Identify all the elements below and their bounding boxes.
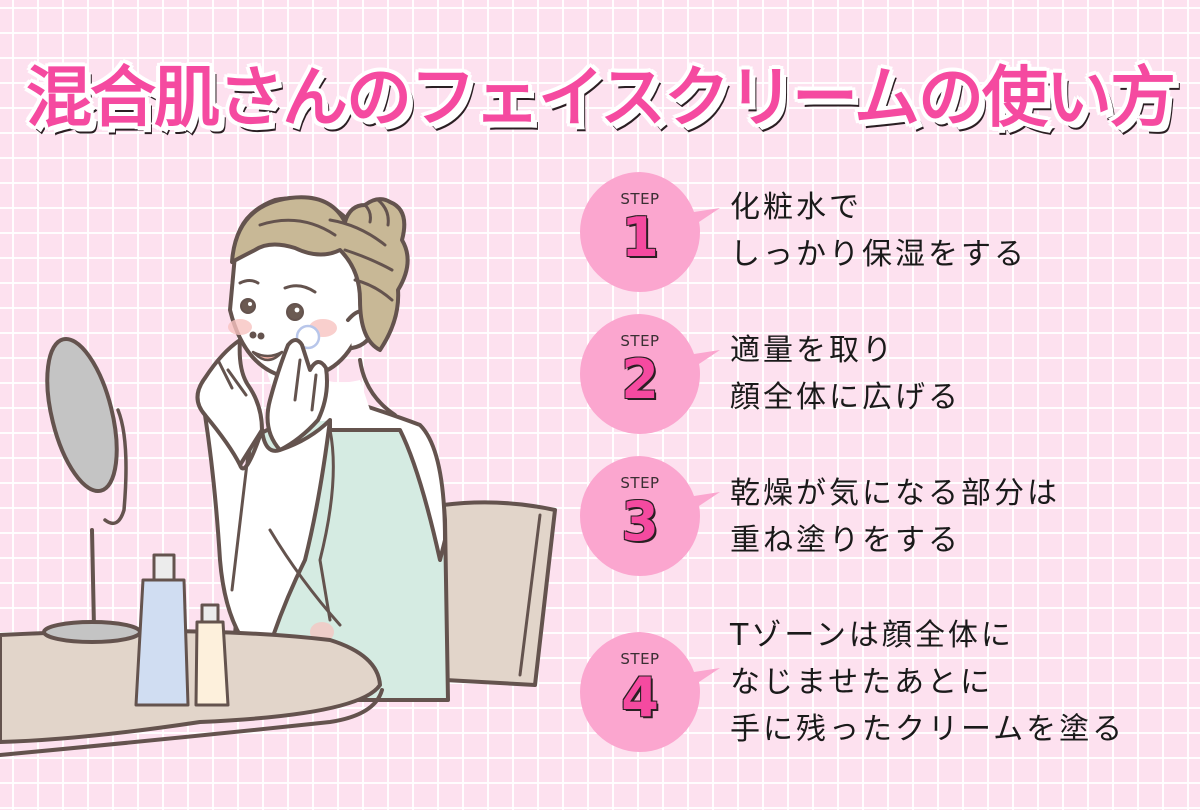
cream-bottle — [194, 603, 230, 707]
step-line: 重ね塗りをする — [730, 523, 961, 558]
speech-bubble-icon — [580, 632, 720, 752]
step-line: 顔全体に広げる — [730, 380, 961, 415]
step-label: STEP — [620, 190, 660, 208]
step-line: 手に残ったクリームを塗る — [730, 712, 1126, 747]
step-badge: STEP 2 — [578, 312, 728, 436]
step-label: STEP — [620, 650, 660, 668]
step-description: 適量を取り 顔全体に広げる — [730, 327, 961, 421]
hair — [230, 195, 410, 352]
step-number: 3 — [621, 490, 659, 553]
blue-bottle — [134, 553, 190, 707]
round-table — [0, 629, 382, 744]
step-line: 乾燥が気になる部分は — [730, 476, 1060, 511]
step-description: 乾燥が気になる部分は 重ね塗りをする — [730, 470, 1060, 564]
page-title: 混合肌さんのフェイスクリームの使い方 — [25, 59, 1176, 136]
step-line: 化粧水で — [730, 190, 862, 225]
step-line: しっかり保湿をする — [730, 237, 1027, 272]
step-badge: STEP 1 — [578, 170, 728, 294]
step-line: Tゾーンは顔全体に — [730, 618, 1014, 653]
chair — [441, 500, 557, 687]
left-hand — [195, 338, 264, 467]
step-badge: STEP 4 — [578, 630, 728, 754]
hand-mirror — [42, 336, 142, 644]
right-hand — [265, 338, 329, 452]
woman-skincare-illustration — [0, 195, 557, 757]
speech-bubble-icon — [580, 314, 720, 434]
speech-bubble-icon — [580, 172, 720, 292]
arms — [203, 413, 332, 652]
step-number: 2 — [621, 348, 659, 411]
step-label: STEP — [620, 332, 660, 350]
step-line: 適量を取り — [730, 333, 895, 368]
step-badge: STEP 3 — [578, 454, 728, 578]
step-number: 1 — [621, 206, 659, 269]
step-description: 化粧水で しっかり保湿をする — [730, 184, 1027, 278]
step-number: 4 — [621, 666, 659, 729]
step-description: Tゾーンは顔全体に なじませたあとに 手に残ったクリームを塗る — [730, 612, 1125, 753]
step-line: なじませたあとに — [730, 665, 994, 700]
step-label: STEP — [620, 474, 660, 492]
speech-bubble-icon — [580, 456, 720, 576]
